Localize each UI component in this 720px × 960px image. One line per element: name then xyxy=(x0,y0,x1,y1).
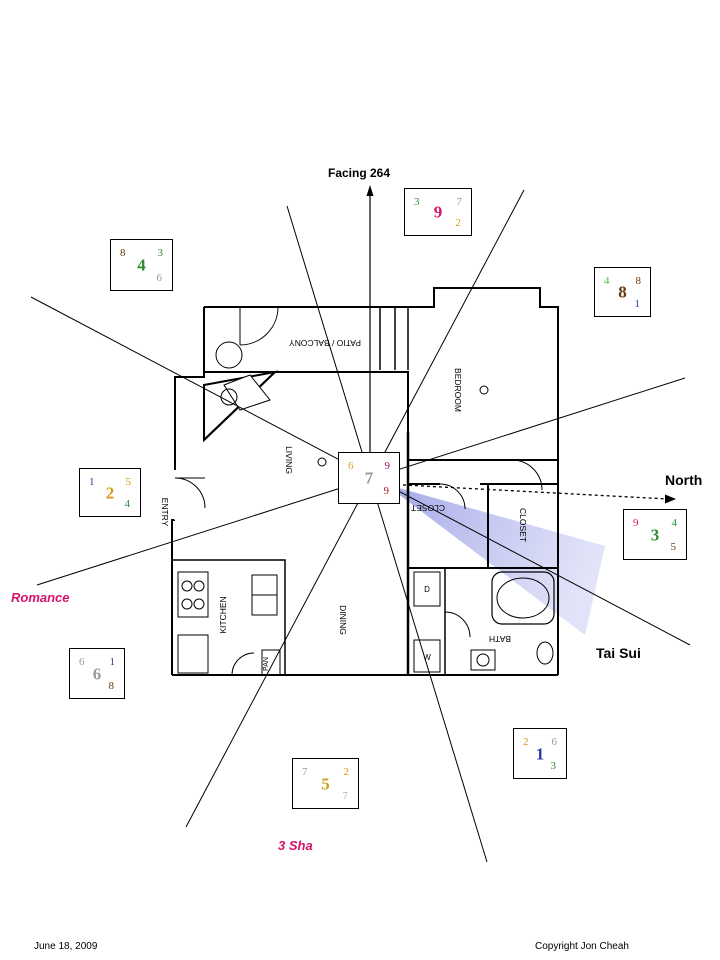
base-star: 8 xyxy=(618,282,627,302)
annual-star: 7 xyxy=(342,790,349,802)
mountain-star: 1 xyxy=(89,476,95,488)
north-label: North xyxy=(665,472,703,488)
room-label-entry: ENTRY xyxy=(160,498,170,527)
annual-star: 5 xyxy=(670,541,677,553)
annual-star: 3 xyxy=(550,760,557,772)
star-box-northeast: 7 2 5 7 xyxy=(292,758,359,809)
base-star: 7 xyxy=(364,468,374,488)
room-label-patio: PATIO / BALCONY xyxy=(289,338,361,348)
star-box-center: 6 9 7 9 xyxy=(338,452,400,504)
room-label-pan: PAN xyxy=(263,657,270,671)
room-label-bedroom: BEDROOM xyxy=(453,368,463,412)
annual-star: 9 xyxy=(383,485,390,497)
water-star: 1 xyxy=(109,656,116,668)
base-star: 3 xyxy=(650,525,660,544)
water-star: 7 xyxy=(456,196,463,208)
mountain-star: 6 xyxy=(79,656,85,668)
mountain-star: 9 xyxy=(633,517,639,529)
star-box-east: 1 5 2 4 xyxy=(79,468,141,517)
room-label-bath: BATH xyxy=(489,634,511,644)
star-box-west: 4 8 8 1 xyxy=(594,267,651,317)
mountain-star: 3 xyxy=(414,196,420,208)
three-sha-label: 3 Sha xyxy=(278,838,313,853)
outer-wall-left-lower xyxy=(171,519,175,675)
water-star: 8 xyxy=(635,275,642,287)
tai-sui-sector xyxy=(385,484,605,635)
water-star: 4 xyxy=(671,517,678,529)
facing-label: Facing 264 xyxy=(328,166,391,180)
outer-wall-top-left xyxy=(174,307,205,470)
romance-label: Romance xyxy=(11,590,70,605)
water-star: 2 xyxy=(343,766,350,778)
room-label-closet-1: CLOSET xyxy=(411,503,445,513)
floor-plan xyxy=(171,287,559,676)
facing-arrow xyxy=(366,185,374,477)
water-star: 5 xyxy=(125,476,132,488)
room-label-living: LIVING xyxy=(284,446,294,474)
room-label-dining: DINING xyxy=(338,605,348,635)
room-label-kitchen: KITCHEN xyxy=(218,596,228,633)
base-star: 1 xyxy=(535,744,545,763)
room-label-closet-2: CLOSET xyxy=(518,508,528,542)
annual-star: 4 xyxy=(124,498,131,510)
water-star: 9 xyxy=(384,460,391,472)
water-star: 3 xyxy=(157,247,164,259)
base-star: 2 xyxy=(105,483,115,502)
annual-star: 6 xyxy=(156,272,163,284)
mountain-star: 2 xyxy=(523,736,529,748)
base-star: 4 xyxy=(137,255,146,275)
annual-star: 1 xyxy=(634,298,641,310)
annual-star: 2 xyxy=(455,217,462,229)
star-box-northwest: 2 6 1 3 xyxy=(513,728,567,779)
room-label-dryer: D xyxy=(424,585,430,594)
outer-wall-top-right xyxy=(378,287,559,675)
annual-star: 8 xyxy=(108,680,115,692)
room-label-washer: W xyxy=(423,653,431,662)
star-box-southwest: 8 3 4 6 xyxy=(110,239,173,291)
star-box-north: 9 4 3 5 xyxy=(623,509,687,560)
tai-sui-label: Tai Sui xyxy=(596,645,641,661)
base-star: 5 xyxy=(321,774,330,793)
water-star: 6 xyxy=(551,736,558,748)
mountain-star: 6 xyxy=(348,460,354,472)
mountain-star: 4 xyxy=(604,275,610,287)
north-arrow xyxy=(384,483,676,504)
star-box-south: 3 7 9 2 xyxy=(404,188,472,236)
mountain-star: 7 xyxy=(302,766,308,778)
base-star: 9 xyxy=(433,202,443,222)
copyright-label: Copyright Jon Cheah xyxy=(535,941,629,952)
date-label: June 18, 2009 xyxy=(34,941,98,952)
star-box-southeast: 6 1 6 8 xyxy=(69,648,125,699)
mountain-star: 8 xyxy=(120,247,126,259)
base-star: 6 xyxy=(92,664,102,683)
